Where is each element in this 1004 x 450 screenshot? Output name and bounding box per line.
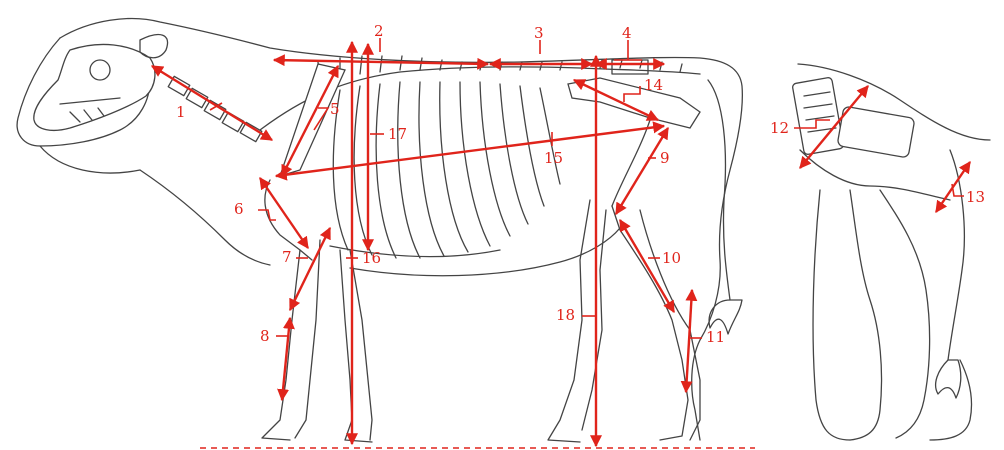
label-10: 10 [662,249,681,267]
label-11: 11 [706,328,725,346]
label-4: 4 [622,24,632,42]
measure-line-5 [282,66,338,176]
measure-line-1 [152,66,272,140]
label-7: 7 [282,248,292,266]
label-5: 5 [330,100,340,118]
label-3: 3 [534,24,544,42]
measure-line-11 [686,290,692,392]
cow-lateral-outline [17,19,742,442]
measurement-lines [152,38,970,446]
label-2: 2 [374,22,384,40]
label-17: 17 [388,125,407,143]
label-18: 18 [556,306,575,324]
label-6: 6 [234,200,244,218]
label-9: 9 [660,149,670,167]
label-1: 1 [176,103,186,121]
label-16: 16 [362,249,381,267]
label-12: 12 [770,119,789,137]
measure-line-8 [282,318,290,400]
label-15: 15 [544,149,563,167]
label-14: 14 [644,76,663,94]
measure-line-7 [290,228,330,310]
label-8: 8 [260,327,270,345]
label-13: 13 [966,188,985,206]
